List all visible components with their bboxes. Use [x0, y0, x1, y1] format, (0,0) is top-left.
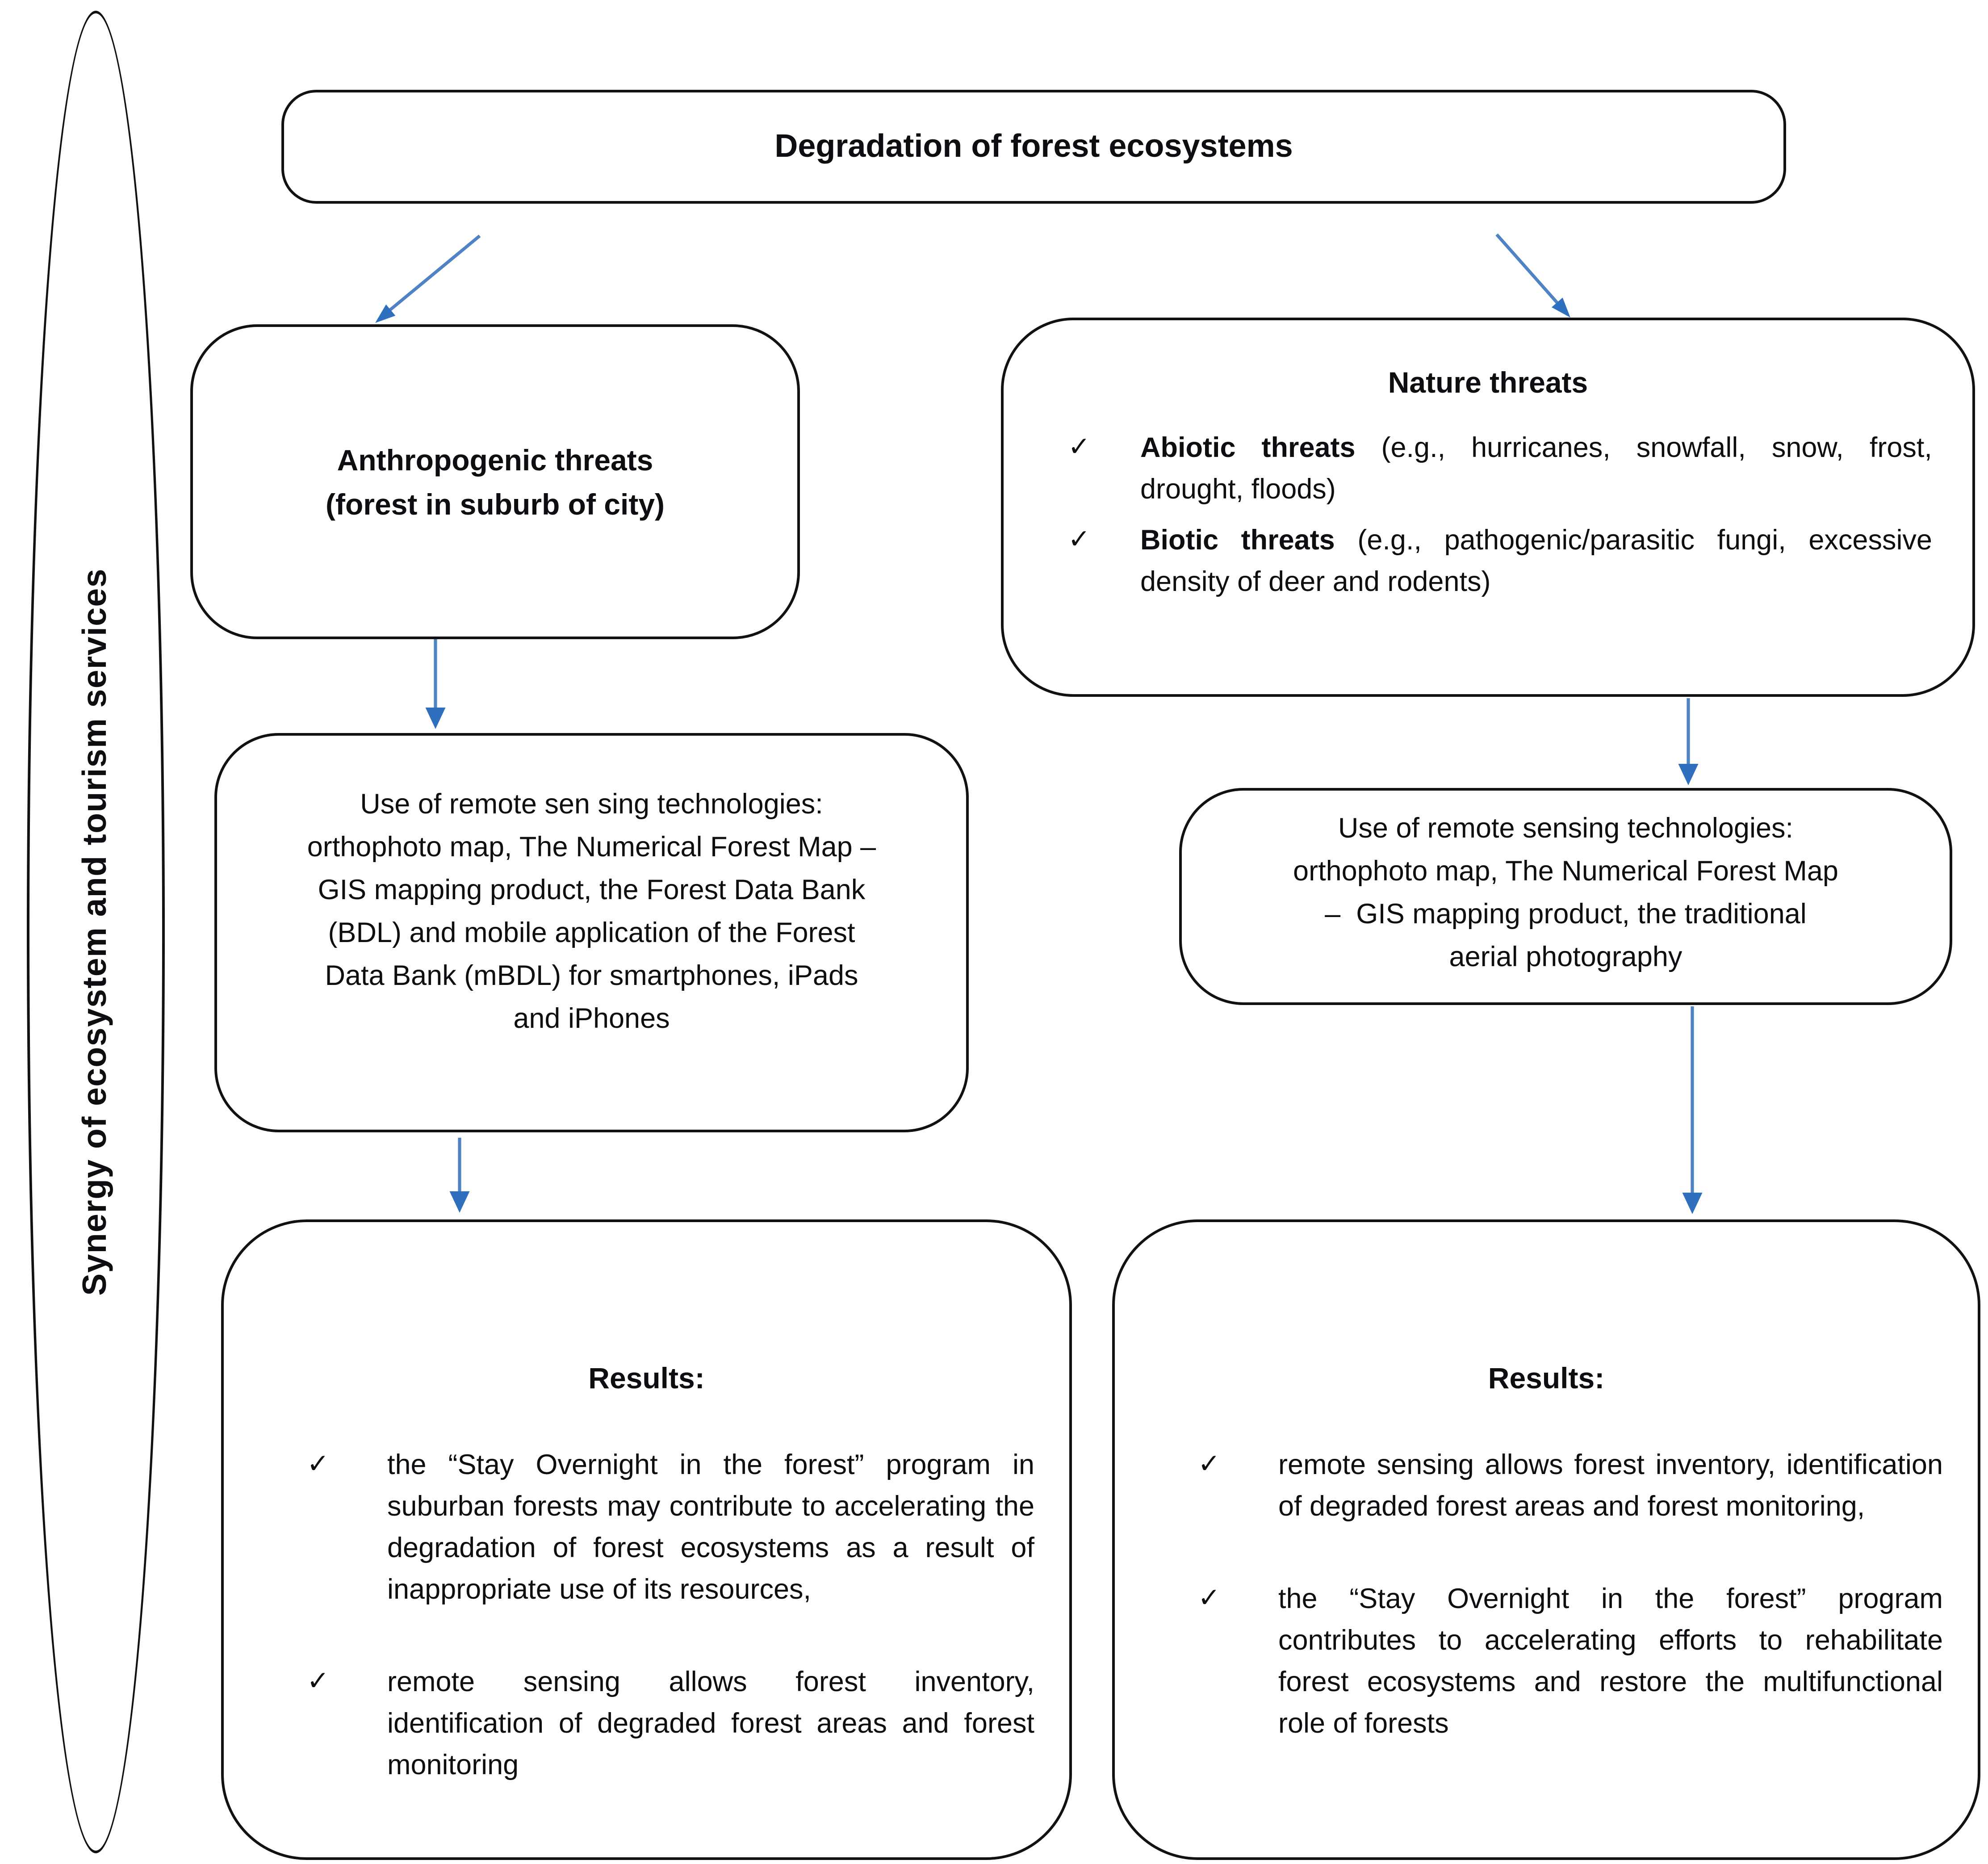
checkmark-icon: ✓ [307, 1450, 330, 1479]
list-item: ✓ the “Stay Overnight in the forest” pro… [1198, 1579, 1943, 1745]
left-results-bullets: ✓ the “Stay Overnight in the forest” pro… [224, 1445, 1069, 1786]
left-results-heading: Results: [588, 1361, 705, 1395]
left-results-item-2: remote sensing allows forest inventory, … [387, 1667, 1034, 1781]
title-text: Degradation of forest ecosystems [774, 128, 1293, 164]
arrow-title-to-nature [1495, 233, 1570, 318]
arrow-right-use-to-right-results [1682, 1006, 1703, 1214]
left-results-box: Results: ✓ the “Stay Overnight in the fo… [221, 1219, 1072, 1860]
right-results-heading: Results: [1488, 1361, 1605, 1395]
anthropogenic-threats-text: Anthropogenic threats (forest in suburb … [326, 443, 665, 521]
right-results-box: Results: ✓ remote sensing allows forest … [1112, 1219, 1980, 1860]
list-item: ✓ remote sensing allows forest inventory… [307, 1662, 1034, 1786]
list-item: ✓ remote sensing allows forest inventory… [1198, 1445, 1943, 1528]
biotic-threats-text: Biotic threats (e.g., pathogenic/parasit… [1140, 525, 1932, 598]
synergy-ellipse: Synergy of ecosystem and tourism service… [27, 11, 165, 1853]
arrow-left-use-to-left-results [449, 1138, 470, 1213]
arrow-anthropogenic-to-left-use [425, 639, 446, 729]
checkmark-icon: ✓ [1068, 433, 1091, 462]
checkmark-icon: ✓ [1068, 525, 1091, 555]
synergy-label: Synergy of ecosystem and tourism service… [76, 568, 114, 1296]
list-item: ✓ Abiotic threats (e.g., hurricanes, sno… [1068, 427, 1932, 511]
nature-threats-bullets: ✓ Abiotic threats (e.g., hurricanes, sno… [1004, 427, 1972, 603]
arrow-title-to-anthropogenic [375, 235, 481, 323]
right-results-item-2: the “Stay Overnight in the forest” progr… [1278, 1584, 1943, 1739]
checkmark-icon: ✓ [1198, 1450, 1221, 1479]
title-box: Degradation of forest ecosystems [281, 90, 1786, 204]
anthropogenic-threats-box: Anthropogenic threats (forest in suburb … [190, 324, 800, 639]
left-remote-sensing-box: Use of remote sen sing technologies: ort… [214, 733, 969, 1132]
list-item: ✓ the “Stay Overnight in the forest” pro… [307, 1445, 1034, 1611]
right-results-bullets: ✓ remote sensing allows forest inventory… [1115, 1445, 1978, 1745]
right-remote-sensing-text: Use of remote sensing technologies: orth… [1293, 813, 1838, 973]
checkmark-icon: ✓ [1198, 1584, 1221, 1613]
nature-threats-box: Nature threats ✓ Abiotic threats (e.g., … [1001, 318, 1975, 697]
checkmark-icon: ✓ [307, 1667, 330, 1696]
abiotic-threats-text: Abiotic threats (e.g., hurricanes, snowf… [1140, 433, 1932, 505]
nature-threats-heading: Nature threats [1388, 366, 1588, 399]
list-item: ✓ Biotic threats (e.g., pathogenic/paras… [1068, 520, 1932, 603]
right-results-item-1: remote sensing allows forest inventory, … [1278, 1450, 1943, 1522]
left-results-item-1: the “Stay Overnight in the forest” progr… [387, 1450, 1034, 1605]
arrow-nature-to-right-use [1678, 698, 1699, 785]
left-remote-sensing-text: Use of remote sen sing technologies: ort… [307, 789, 876, 1035]
right-remote-sensing-box: Use of remote sensing technologies: orth… [1179, 788, 1952, 1005]
